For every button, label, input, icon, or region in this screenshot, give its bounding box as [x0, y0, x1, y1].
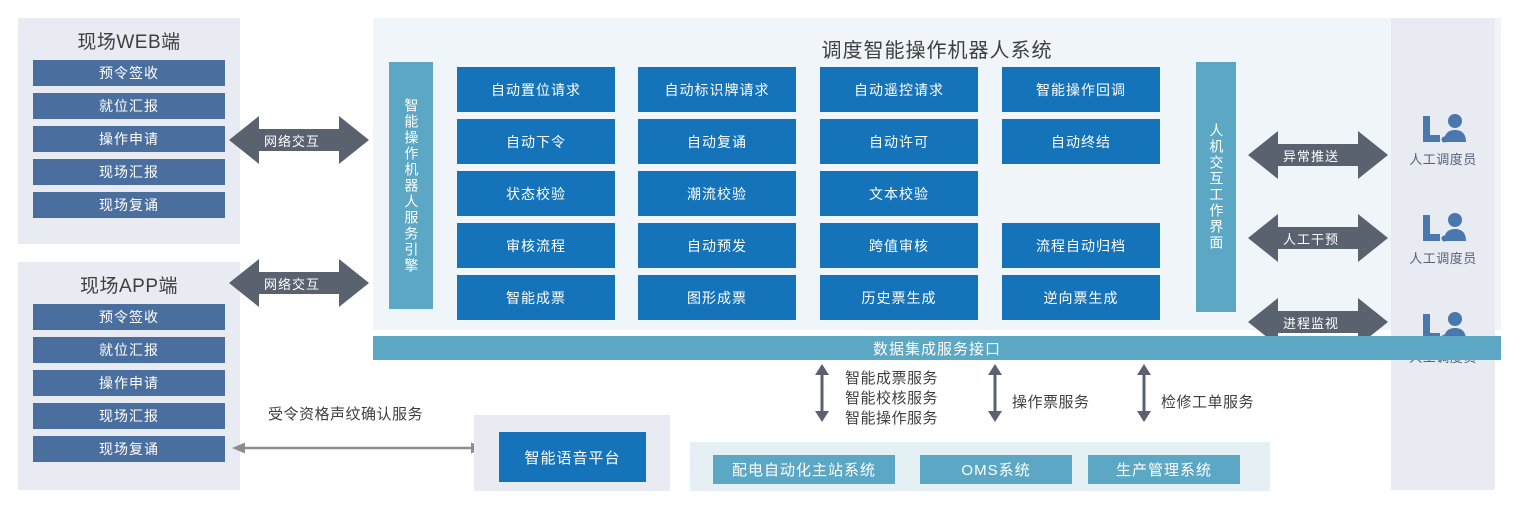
feature-cell[interactable]: 自动预发	[638, 223, 796, 268]
service-arrow-ticket	[812, 364, 832, 422]
web-client-item[interactable]: 操作申请	[33, 126, 225, 152]
operator-label: 人工调度员	[1409, 251, 1477, 266]
external-system-box[interactable]: 生产管理系统	[1088, 455, 1240, 484]
double-arrow-icon	[1248, 298, 1388, 346]
feature-cell[interactable]: 自动置位请求	[457, 67, 615, 112]
operator-arrow-label: 人工干预	[1283, 232, 1340, 247]
web-client-item[interactable]: 就位汇报	[33, 93, 225, 119]
web-client-item[interactable]: 现场汇报	[33, 159, 225, 185]
network-arrow-app-label: 网络交互	[264, 277, 321, 292]
feature-cell[interactable]: 自动复诵	[638, 119, 796, 164]
feature-cell[interactable]: 跨值审核	[820, 223, 978, 268]
app-client-panel: 现场APP端 预令签收 就位汇报 操作申请 现场汇报 现场复诵	[18, 262, 240, 490]
operator-arrow-intervene: 人工干预	[1248, 210, 1388, 266]
voiceprint-service-label: 受令资格声纹确认服务	[268, 406, 424, 423]
feature-cell[interactable]: 文本校验	[820, 171, 978, 216]
web-client-item[interactable]: 现场复诵	[33, 192, 225, 218]
operator-label: 人工调度员	[1409, 152, 1477, 167]
service-link-label-3: 检修工单服务	[1161, 394, 1255, 411]
service-arrow-maintenance	[1134, 364, 1154, 422]
service-arrow-operation	[985, 364, 1005, 422]
double-arrow-icon	[1248, 131, 1388, 179]
operator-arrow-label: 进程监视	[1283, 316, 1340, 331]
operator-entry: 人工调度员	[1391, 113, 1495, 168]
feature-cell[interactable]: 逆向票生成	[1002, 275, 1160, 320]
double-arrow-icon	[229, 116, 369, 164]
voiceprint-arrow	[232, 441, 484, 455]
feature-cell[interactable]: 流程自动归档	[1002, 223, 1160, 268]
app-client-item[interactable]: 现场汇报	[33, 403, 225, 429]
double-arrow-vertical-icon	[988, 364, 1002, 422]
data-integration-bar: 数据集成服务接口	[373, 336, 1501, 360]
operator-desk-icon	[1423, 213, 1466, 242]
feature-cell[interactable]: 自动遥控请求	[820, 67, 978, 112]
double-arrow-icon	[229, 259, 369, 307]
feature-cell[interactable]: 智能成票	[457, 275, 615, 320]
service-link-line: 智能成票服务 智能校核服务 智能操作服务	[845, 370, 939, 427]
feature-cell[interactable]: 状态校验	[457, 171, 615, 216]
feature-cell[interactable]: 智能操作回调	[1002, 67, 1160, 112]
double-arrow-icon	[1248, 214, 1388, 262]
external-systems-panel: 配电自动化主站系统 OMS系统 生产管理系统	[690, 442, 1270, 491]
double-arrow-vertical-icon	[1137, 364, 1151, 422]
network-arrow-app: 网络交互	[229, 255, 369, 311]
external-system-box[interactable]: OMS系统	[920, 455, 1072, 484]
external-system-box[interactable]: 配电自动化主站系统	[713, 455, 895, 484]
feature-cell[interactable]: 潮流校验	[638, 171, 796, 216]
network-arrow-web-label: 网络交互	[264, 134, 321, 149]
service-link-label-2: 操作票服务	[1012, 394, 1090, 411]
voice-platform-wrap: 智能语音平台	[474, 415, 670, 491]
feature-cell[interactable]: 自动标识牌请求	[638, 67, 796, 112]
operator-desk-icon	[1423, 114, 1466, 143]
web-client-panel: 现场WEB端 预令签收 就位汇报 操作申请 现场汇报 现场复诵	[18, 18, 240, 244]
operator-arrow-monitor: 进程监视	[1248, 294, 1388, 350]
operator-arrow-label: 异常推送	[1283, 149, 1340, 164]
feature-cell[interactable]: 自动终结	[1002, 119, 1160, 164]
app-client-item[interactable]: 现场复诵	[33, 436, 225, 462]
feature-cell[interactable]: 图形成票	[638, 275, 796, 320]
feature-cell[interactable]: 审核流程	[457, 223, 615, 268]
service-engine-bar: 智能操作机器人服务引擎	[389, 62, 433, 309]
app-client-item[interactable]: 预令签收	[33, 304, 225, 330]
app-client-item[interactable]: 就位汇报	[33, 337, 225, 363]
center-system-title: 调度智能操作机器人系统	[821, 40, 1053, 62]
operator-entry: 人工调度员	[1391, 212, 1495, 267]
double-arrow-thin-icon	[232, 442, 484, 454]
operator-arrow-exception: 异常推送	[1248, 127, 1388, 183]
web-client-item[interactable]: 预令签收	[33, 60, 225, 86]
double-arrow-vertical-icon	[815, 364, 829, 422]
hmi-workbench-bar: 人机交互工作界面	[1196, 62, 1236, 312]
voice-platform-box[interactable]: 智能语音平台	[499, 432, 646, 482]
app-client-title: 现场APP端	[79, 276, 179, 297]
app-client-item[interactable]: 操作申请	[33, 370, 225, 396]
network-arrow-web: 网络交互	[229, 112, 369, 168]
feature-cell[interactable]: 自动许可	[820, 119, 978, 164]
web-client-title: 现场WEB端	[77, 32, 181, 53]
feature-cell[interactable]: 自动下令	[457, 119, 615, 164]
service-link-label-1: 智能成票服务 智能校核服务 智能操作服务	[845, 369, 938, 429]
operator-panel: 人工调度员 人工调度员 人工调度员	[1391, 18, 1495, 490]
feature-cell[interactable]: 历史票生成	[820, 275, 978, 320]
